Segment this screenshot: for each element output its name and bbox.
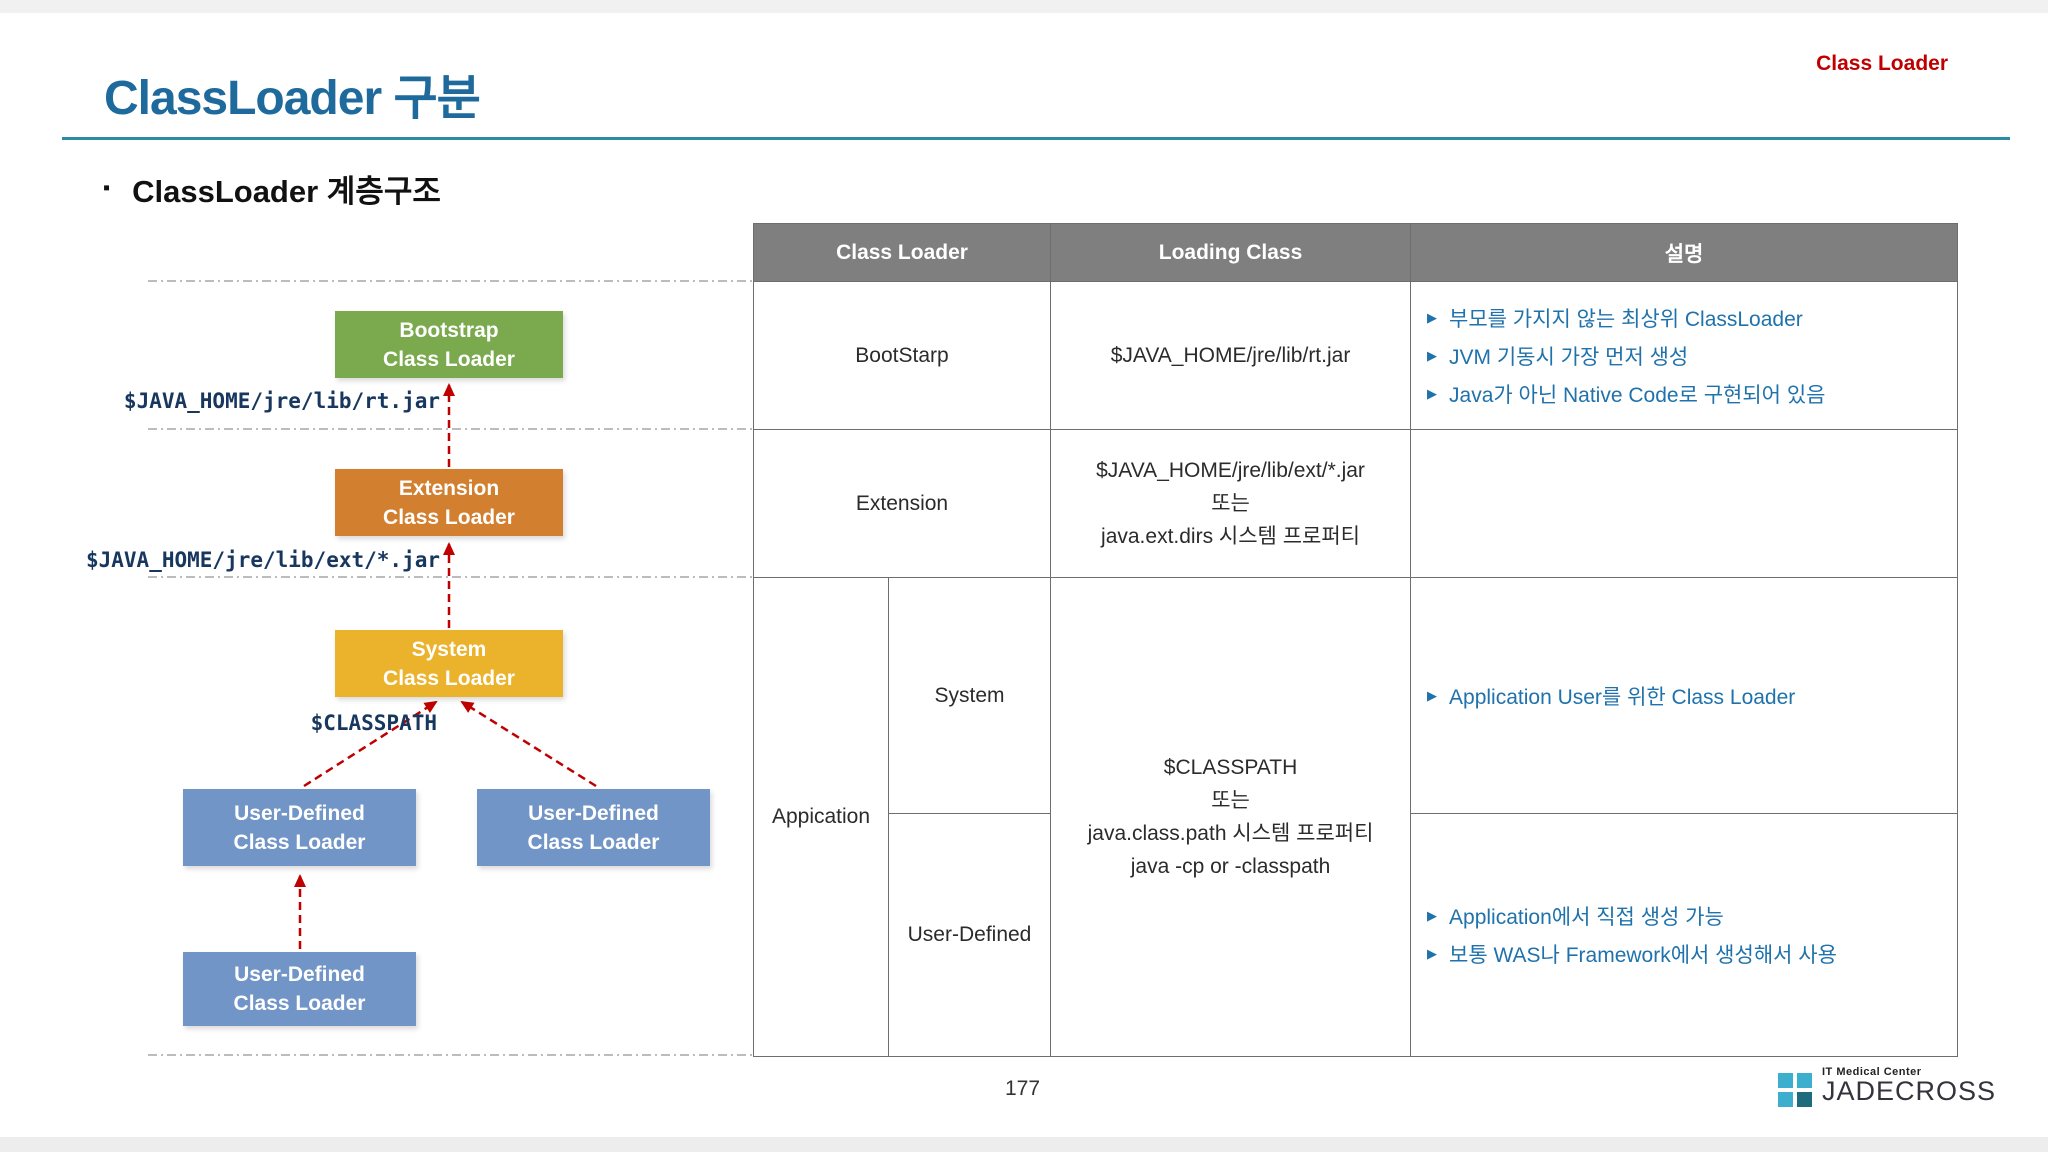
cell-application-loading-class: $CLASSPATH 또는 java.class.path 시스템 프로퍼티 j… bbox=[1050, 577, 1412, 1057]
desc-bullet-item: ▶ 보통 WAS나 Framework에서 생성해서 사용 bbox=[1427, 939, 1957, 969]
bullet-arrow-icon: ▶ bbox=[1427, 687, 1438, 703]
logo-square bbox=[1797, 1073, 1812, 1088]
top-margin-strip bbox=[0, 0, 2048, 13]
system-classloader-box: System Class Loader bbox=[335, 630, 563, 697]
cell-application-name: Appication bbox=[753, 577, 889, 1057]
classpath-label: $CLASSPATH bbox=[310, 711, 437, 735]
cell-bootstrap-loading-class: $JAVA_HOME/jre/lib/rt.jar bbox=[1050, 281, 1412, 430]
logo-square bbox=[1778, 1092, 1793, 1107]
rt-jar-path-label: $JAVA_HOME/jre/lib/rt.jar bbox=[123, 389, 440, 413]
desc-text: JVM 기동시 가장 먼저 생성 bbox=[1449, 345, 1689, 369]
logo-square bbox=[1778, 1073, 1793, 1088]
table-row-extension: Extension $JAVA_HOME/jre/lib/ext/*.jar 또… bbox=[752, 429, 1959, 578]
extension-classloader-box: Extension Class Loader bbox=[335, 469, 563, 536]
desc-bullet-item: ▶ Java가 아닌 Native Code로 구현되어 있음 bbox=[1427, 379, 1957, 409]
arrow-udright-to-system bbox=[460, 700, 597, 788]
logo-square bbox=[1797, 1092, 1812, 1107]
col-header-description: 설명 bbox=[1410, 223, 1959, 282]
table-row-bootstrap: BootStarp $JAVA_HOME/jre/lib/rt.jar ▶ 부모… bbox=[752, 281, 1959, 430]
col-header-class-loader: Class Loader bbox=[752, 223, 1052, 282]
table-row-application-user-defined: User-Defined ▶ Application에서 직접 생성 가능 ▶ … bbox=[754, 813, 1959, 1057]
bullet-arrow-icon: ▶ bbox=[1427, 309, 1438, 325]
square-bullet-icon: ▪ bbox=[103, 177, 111, 199]
desc-bullet-item: ▶ 부모를 가지지 않는 최상위 ClassLoader bbox=[1427, 303, 1957, 333]
desc-text: 부모를 가지지 않는 최상위 ClassLoader bbox=[1449, 307, 1803, 331]
classloader-table: Class Loader Loading Class 설명 BootStarp … bbox=[752, 223, 1959, 1057]
user-defined-classloader-box-right: User-Defined Class Loader bbox=[477, 789, 710, 866]
desc-bullet-item: ▶ Application User를 위한 Class Loader bbox=[1427, 681, 1957, 711]
user-defined-classloader-box-bottom: User-Defined Class Loader bbox=[183, 952, 416, 1026]
jadecross-logo: IT Medical Center JADECROSS bbox=[1778, 1066, 1996, 1107]
desc-bullet-item: ▶ Application에서 직접 생성 가능 bbox=[1427, 901, 1957, 931]
title-divider bbox=[62, 137, 2010, 140]
user-defined-classloader-box-left: User-Defined Class Loader bbox=[183, 789, 416, 866]
logo-text: IT Medical Center JADECROSS bbox=[1822, 1066, 1997, 1106]
cell-system-name: System bbox=[887, 577, 1052, 814]
logo-squares-icon bbox=[1778, 1073, 1812, 1107]
desc-text: Java가 아닌 Native Code로 구현되어 있음 bbox=[1449, 383, 1826, 407]
cell-bootstrap-name: BootStarp bbox=[752, 281, 1052, 430]
page-number: 177 bbox=[1005, 1077, 1041, 1100]
cell-extension-description bbox=[1410, 429, 1959, 578]
cell-bootstrap-description: ▶ 부모를 가지지 않는 최상위 ClassLoader ▶ JVM 기동시 가… bbox=[1410, 281, 1959, 430]
desc-text: Application User를 위한 Class Loader bbox=[1449, 685, 1796, 709]
desc-bullet-item: ▶ JVM 기동시 가장 먼저 생성 bbox=[1427, 341, 1957, 371]
cell-extension-loading-class: $JAVA_HOME/jre/lib/ext/*.jar 또는 java.ext… bbox=[1050, 429, 1412, 578]
bullet-arrow-icon: ▶ bbox=[1427, 908, 1438, 923]
col-header-loading-class: Loading Class bbox=[1050, 223, 1412, 282]
section-heading: ▪ ClassLoader 계층구조 bbox=[103, 166, 441, 211]
ext-jar-path-label: $JAVA_HOME/jre/lib/ext/*.jar bbox=[85, 548, 440, 572]
bottom-margin-strip bbox=[0, 1137, 2048, 1152]
corner-label: Class Loader bbox=[1816, 52, 1948, 75]
table-row-application-system: Appication System $CLASSPATH 또는 java.cla… bbox=[753, 577, 1959, 1057]
desc-text: 보통 WAS나 Framework에서 생성해서 사용 bbox=[1449, 944, 1837, 967]
cell-user-defined-description: ▶ Application에서 직접 생성 가능 ▶ 보통 WAS나 Frame… bbox=[1410, 813, 1959, 1057]
cell-system-description: ▶ Application User를 위한 Class Loader bbox=[1410, 577, 1959, 814]
logo-tagline: IT Medical Center bbox=[1822, 1066, 1922, 1078]
cell-user-defined-name: User-Defined bbox=[887, 813, 1052, 1057]
bullet-arrow-icon: ▶ bbox=[1427, 385, 1438, 401]
table-header-row: Class Loader Loading Class 설명 bbox=[752, 223, 1959, 282]
section-heading-text: ClassLoader 계층구조 bbox=[132, 174, 441, 209]
bootstrap-classloader-box: Bootstrap Class Loader bbox=[335, 311, 563, 378]
bullet-arrow-icon: ▶ bbox=[1427, 946, 1438, 961]
desc-text: Application에서 직접 생성 가능 bbox=[1449, 906, 1724, 929]
logo-brand: JADECROSS bbox=[1822, 1076, 1997, 1106]
page-title: ClassLoader 구분 bbox=[104, 72, 481, 125]
cell-extension-name: Extension bbox=[752, 429, 1052, 578]
bullet-arrow-icon: ▶ bbox=[1427, 347, 1438, 363]
